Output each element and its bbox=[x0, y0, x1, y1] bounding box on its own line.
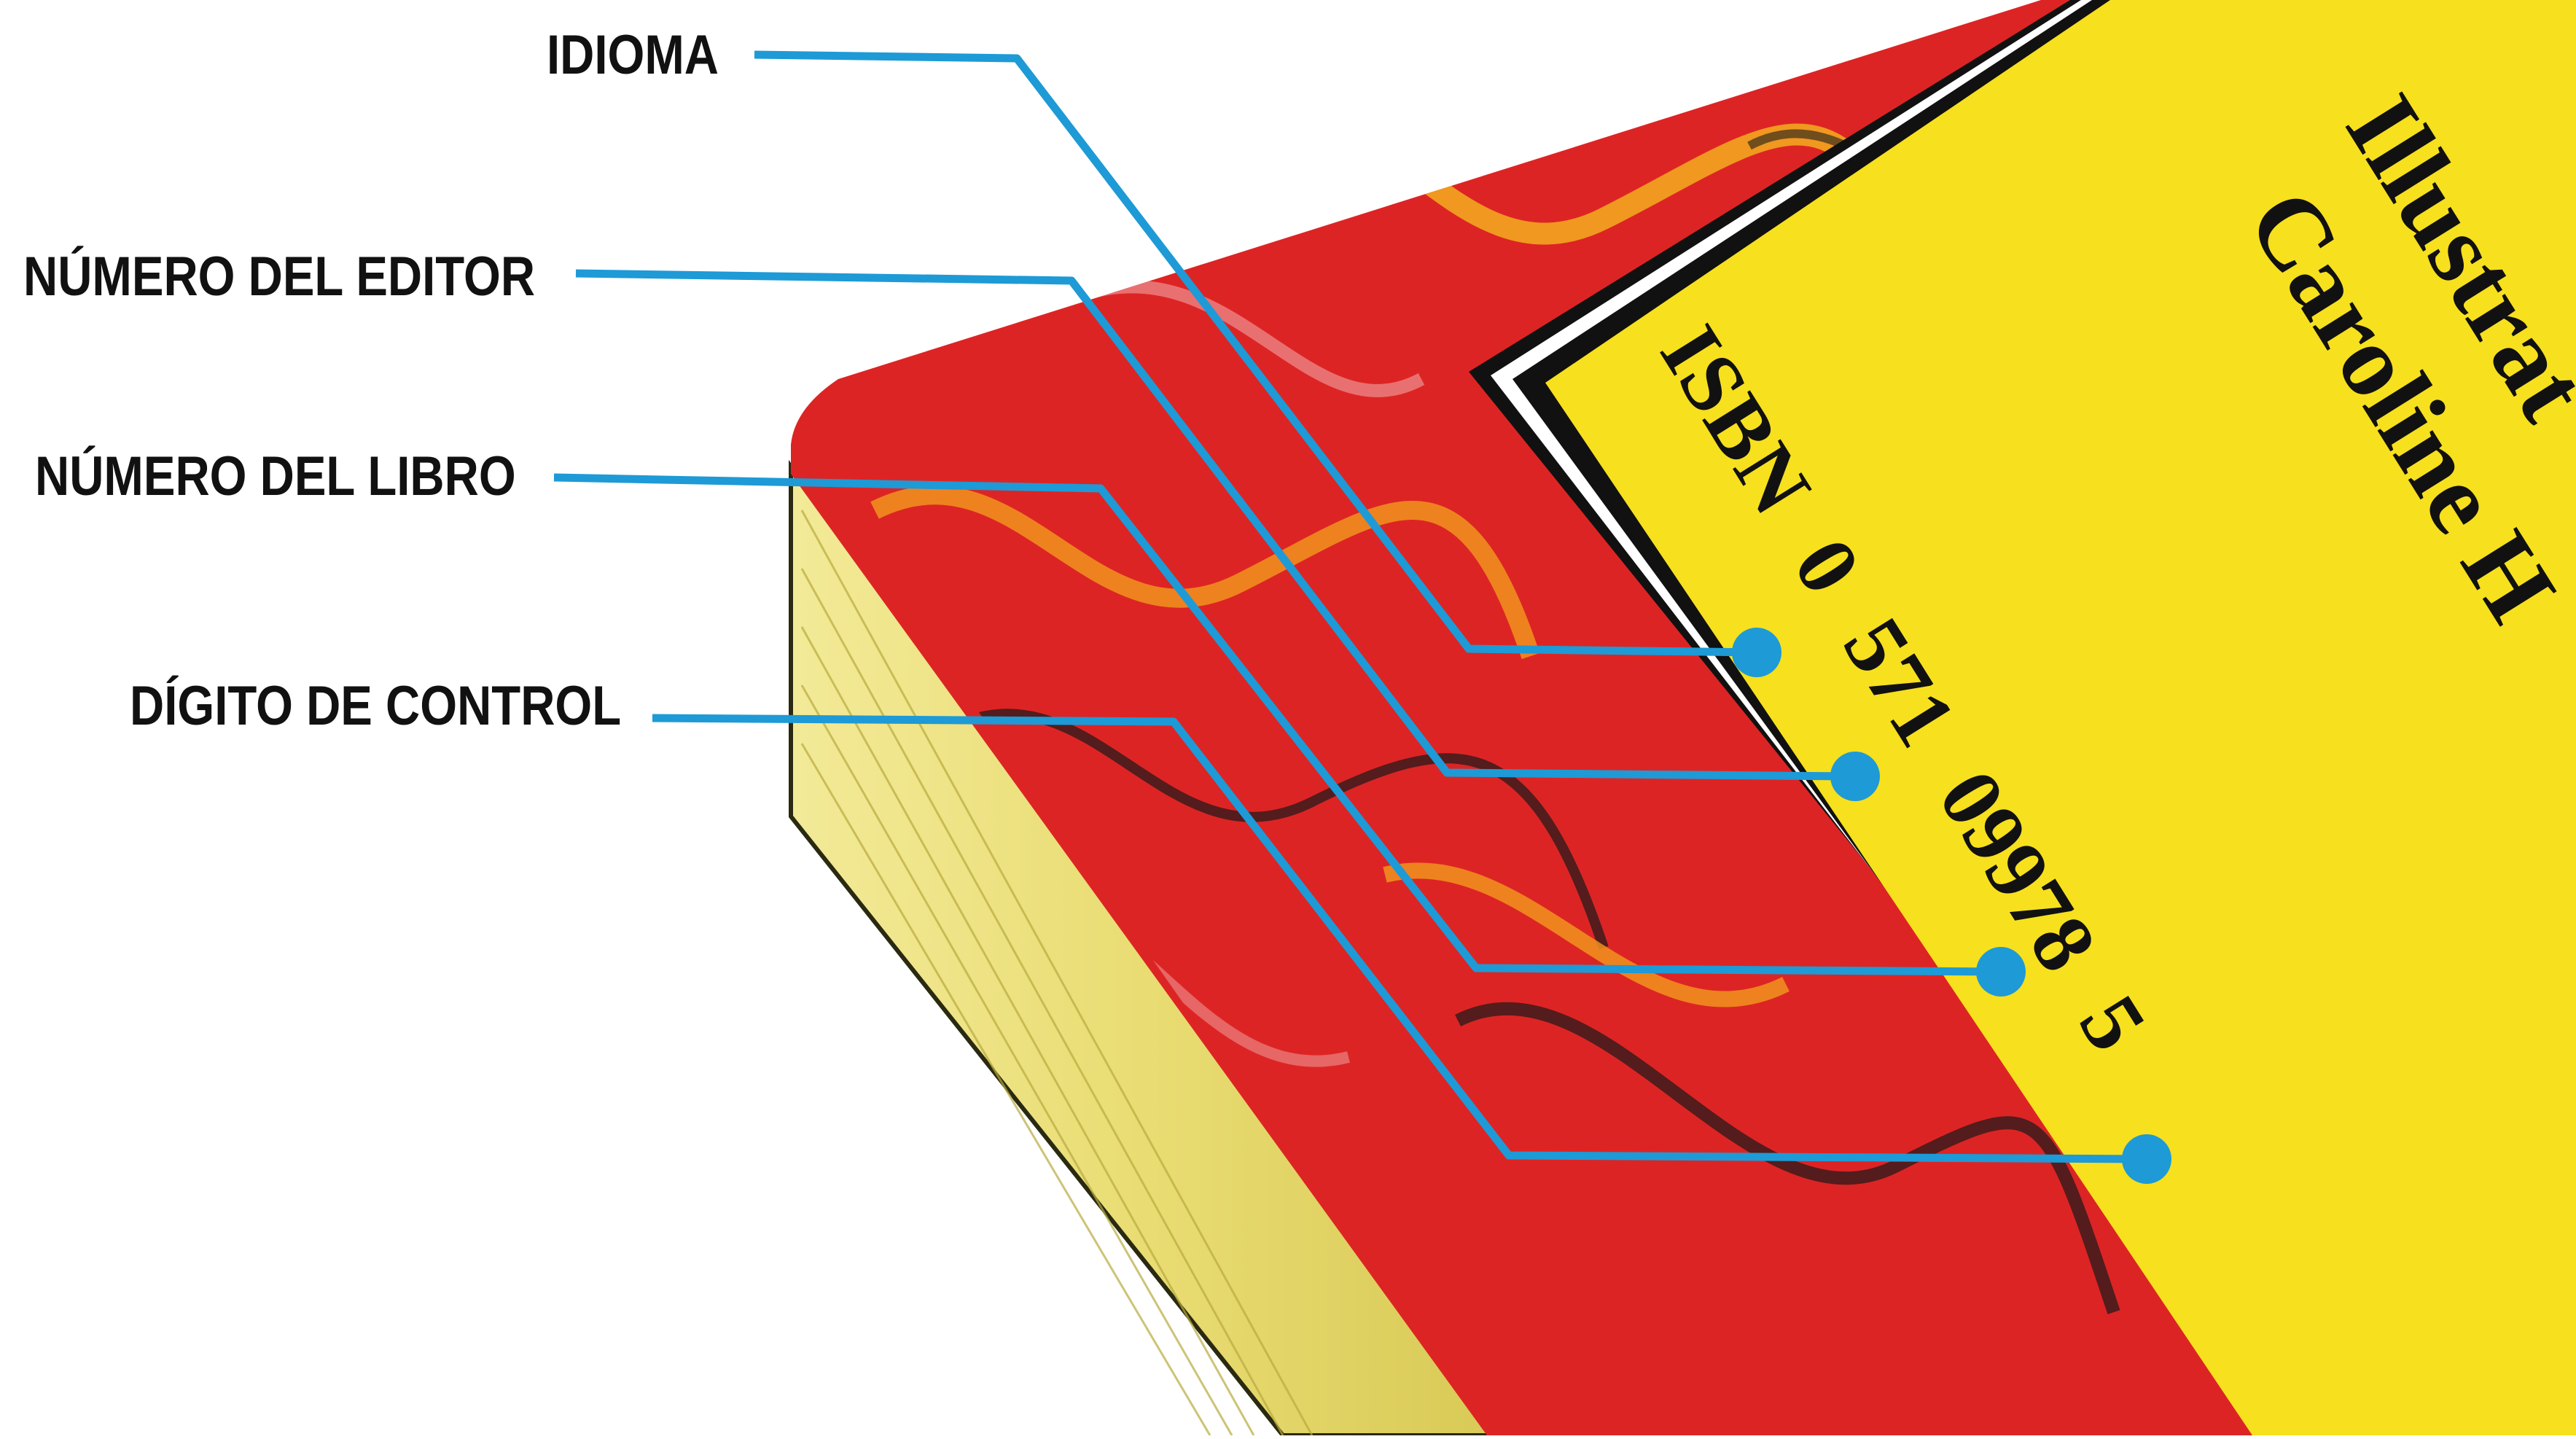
leader-dot-editor bbox=[1830, 752, 1880, 801]
callout-label-libro: NÚMERO DEL LIBRO bbox=[35, 445, 516, 508]
callout-label-idioma: IDIOMA bbox=[547, 23, 719, 87]
leader-dot-control bbox=[2122, 1134, 2171, 1184]
leader-dot-libro bbox=[1976, 947, 2026, 997]
callout-label-control: DÍGITO DE CONTROL bbox=[130, 674, 621, 738]
leader-dot-idioma bbox=[1732, 628, 1781, 677]
callout-label-editor: NÚMERO DEL EDITOR bbox=[23, 245, 535, 308]
